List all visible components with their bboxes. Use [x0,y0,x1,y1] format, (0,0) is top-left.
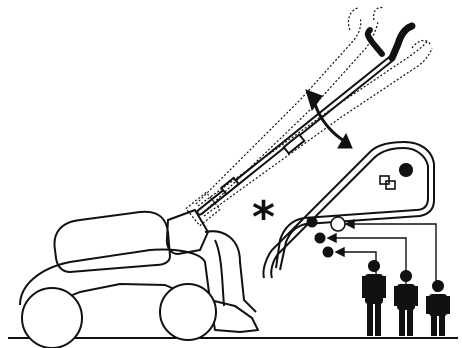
handle-lower-clamp [219,176,241,196]
hole-open [330,216,346,232]
front-wheel [21,287,83,348]
rear-flap [204,230,257,313]
rotation-arrow [305,89,353,149]
operator-short [426,280,450,336]
hole-low [322,246,334,258]
hole-high [306,216,318,228]
knob-icon [399,163,413,177]
hole-medium [314,232,326,244]
handle-alternate-positions [185,6,433,227]
height-inset-panel [262,140,435,279]
wheels [21,283,217,348]
handle-clamp [282,133,306,155]
caution-symbol: * [252,192,275,243]
grass-bag [53,210,171,273]
operator-medium [394,270,418,336]
rear-wheel [159,283,217,341]
height-position-holes [306,216,346,258]
handle-mount [165,209,209,255]
lock-icon [379,175,396,190]
operator-tall [362,260,386,336]
